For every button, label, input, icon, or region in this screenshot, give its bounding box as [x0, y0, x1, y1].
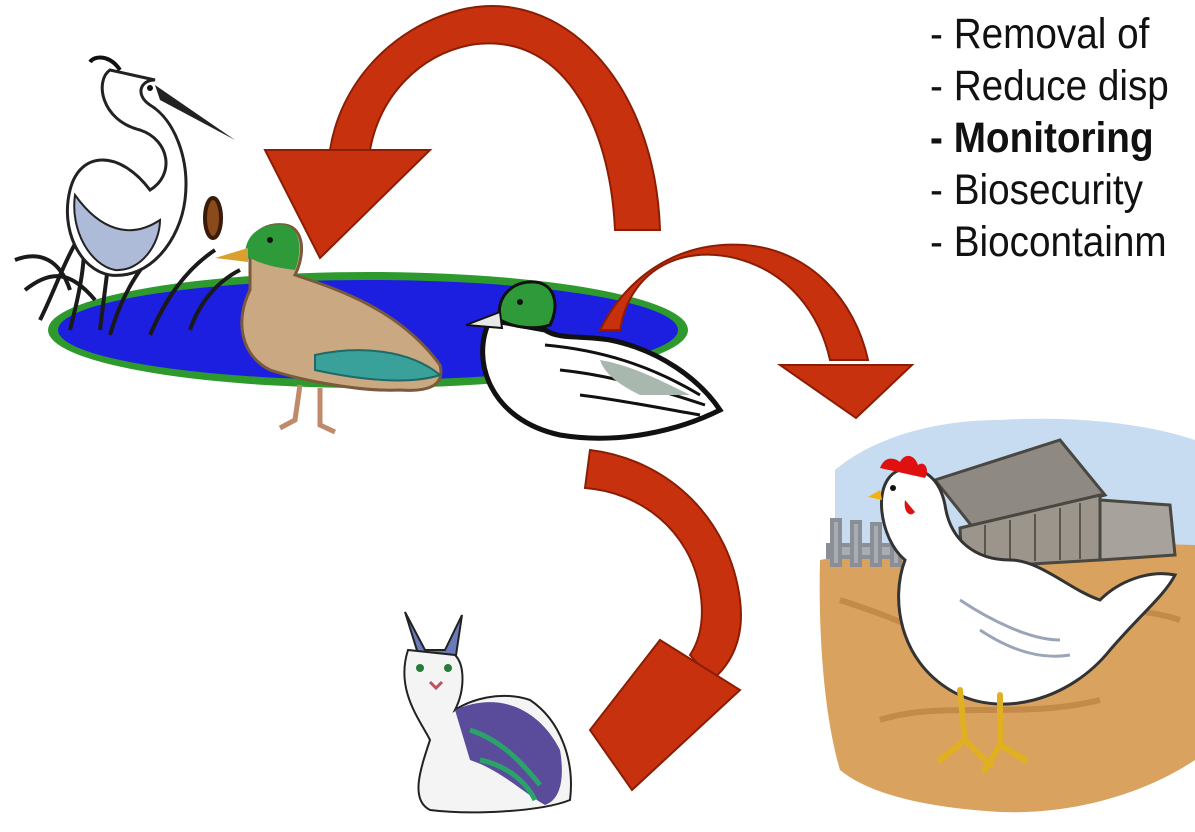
cat-icon	[404, 612, 571, 812]
mallard-icon	[215, 224, 441, 432]
bullet-dash: -	[930, 62, 943, 110]
bullet-dash: -	[930, 10, 943, 58]
measure-text: Removal of	[954, 10, 1150, 58]
control-measures-list: -Removal of -Reduce disp -Monitoring -Bi…	[930, 8, 1169, 268]
chicken-farm-icon	[820, 419, 1195, 813]
bullet-dash: -	[930, 114, 943, 162]
bullet-dash: -	[930, 166, 943, 214]
arc-arrow-down	[585, 450, 741, 790]
arc-arrow-top	[265, 6, 660, 258]
measure-text: Biocontainm	[954, 218, 1167, 266]
measure-item: -Biocontainm	[930, 216, 1169, 268]
measure-text: Monitoring	[954, 114, 1154, 162]
measure-text: Biosecurity	[954, 166, 1143, 214]
measure-item: -Biosecurity	[930, 164, 1169, 216]
heron-icon	[67, 57, 235, 275]
measure-item: -Monitoring	[930, 112, 1169, 164]
measure-item: -Removal of	[930, 8, 1169, 60]
measure-item: -Reduce disp	[930, 60, 1169, 112]
bullet-dash: -	[930, 218, 943, 266]
measure-text: Reduce disp	[954, 62, 1169, 110]
